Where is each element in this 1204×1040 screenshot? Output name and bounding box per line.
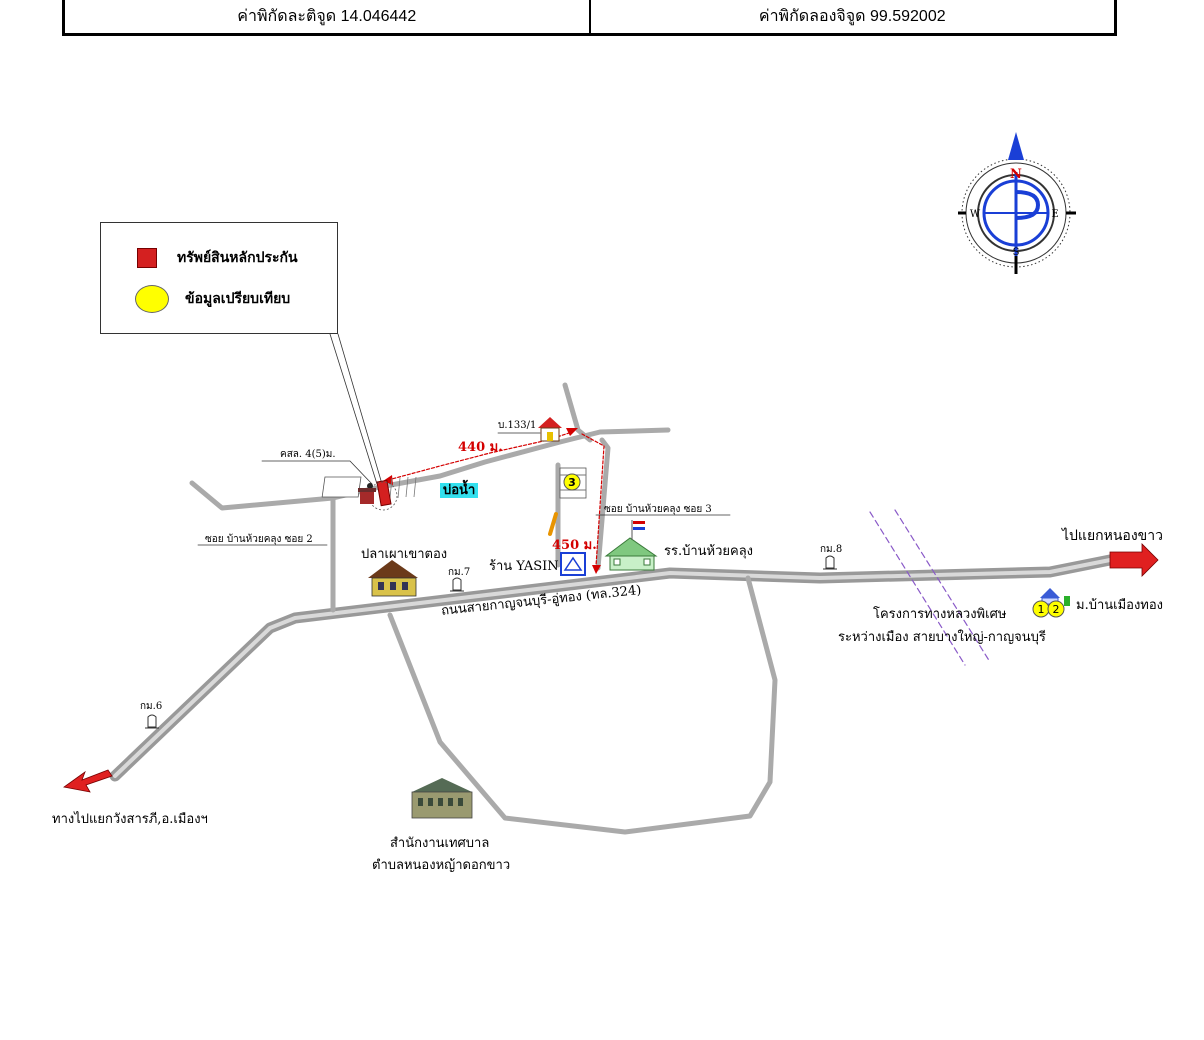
svg-text:S: S	[1013, 247, 1020, 258]
svg-text:2: 2	[1053, 603, 1060, 616]
km-post-icons	[145, 555, 837, 729]
label-soi-2: ซอย บ้านห้วยคลุง ซอย 2	[205, 534, 313, 545]
longitude-cell: ค่าพิกัดลองจิจูด 99.592002	[588, 0, 1115, 33]
label-municipal-2: ตำบลหนองหญ้าดอกขาว	[372, 858, 511, 873]
svg-text:E: E	[1051, 209, 1058, 220]
label-house-no: บ.133/1	[498, 420, 537, 431]
local-roads	[189, 382, 778, 835]
label-distance-440: 440 ม.	[458, 440, 503, 455]
highway-road	[109, 554, 1116, 782]
label-municipal-1: สำนักงานเทศบาล	[390, 836, 490, 851]
motorway-lines	[869, 509, 991, 666]
label-school: รร.บ้านห้วยคลุง	[664, 544, 754, 559]
collateral-plot	[321, 476, 417, 511]
label-distance-450: 450 ม.	[552, 538, 597, 553]
route-arrowhead-north	[566, 428, 578, 436]
svg-text:1: 1	[1038, 603, 1045, 616]
label-to-nongkhao: ไปแยกหนองขาว	[1062, 528, 1163, 544]
north-arrow-icon	[1008, 132, 1024, 160]
svg-text:3: 3	[568, 476, 576, 489]
comparison-swatch	[135, 285, 169, 313]
shop-logo-icon	[560, 552, 586, 576]
restaurant-building-icon	[368, 560, 418, 597]
orange-lane	[548, 512, 558, 536]
comparison-marker-1: 1	[1032, 600, 1050, 618]
arrow-to-wangsarapi	[63, 769, 113, 793]
comparison-marker-3: 3	[563, 473, 581, 491]
house-icon	[538, 417, 562, 442]
label-shop: ร้าน YASIN	[489, 559, 559, 574]
label-motorway-2: ระหว่างเมือง สายบางใหญ่-กาญจนบุรี	[838, 630, 1046, 645]
label-to-wangsarapi: ทางไปแยกวังสารภี,อ.เมืองฯ	[52, 812, 208, 827]
map-legend: ทรัพย์สินหลักประกัน ข้อมูลเปรียบเทียบ	[100, 222, 338, 334]
pond-text: บ่อน้ำ	[440, 483, 479, 498]
label-power-pole: คสล. 4(5)ม.	[280, 449, 336, 460]
label-km6: กม.6	[140, 701, 163, 712]
coordinates-table: ค่าพิกัดละติจูด 14.046442 ค่าพิกัดลองจิจ…	[62, 0, 1117, 36]
compass-rose: N S W E	[958, 132, 1076, 274]
school-building-icon	[604, 520, 658, 571]
collateral-swatch	[137, 248, 157, 268]
route-arrowhead-south	[592, 565, 601, 574]
label-soi-3: ซอย บ้านห้วยคลุง ซอย 3	[604, 504, 712, 515]
svg-text:W: W	[970, 209, 981, 220]
svg-text:N: N	[1010, 167, 1022, 182]
label-km8: กม.8	[820, 544, 843, 555]
municipal-office-icon	[411, 778, 473, 819]
route-arrowhead-west	[383, 475, 393, 485]
comparison-marker-2: 2	[1047, 600, 1065, 618]
arrow-to-nongkhao	[1109, 543, 1159, 577]
label-village: ม.บ้านเมืองทอง	[1076, 598, 1164, 613]
legend-comparison-label: ข้อมูลเปรียบเทียบ	[185, 291, 291, 307]
label-motorway-1: โครงการทางหลวงพิเศษ	[873, 607, 1007, 622]
latitude-cell: ค่าพิกัดละติจูด 14.046442	[237, 8, 417, 25]
legend-collateral-label: ทรัพย์สินหลักประกัน	[177, 250, 298, 266]
legend-collateral: ทรัพย์สินหลักประกัน	[137, 247, 298, 269]
label-km7: กม.7	[448, 567, 471, 578]
temple-icon	[358, 488, 376, 504]
legend-pointer	[197, 333, 731, 546]
legend-comparison: ข้อมูลเปรียบเทียบ	[135, 285, 290, 313]
label-pond: บ่อน้ำ	[440, 479, 479, 500]
label-restaurant: ปลาเผาเขาตอง	[361, 547, 448, 562]
